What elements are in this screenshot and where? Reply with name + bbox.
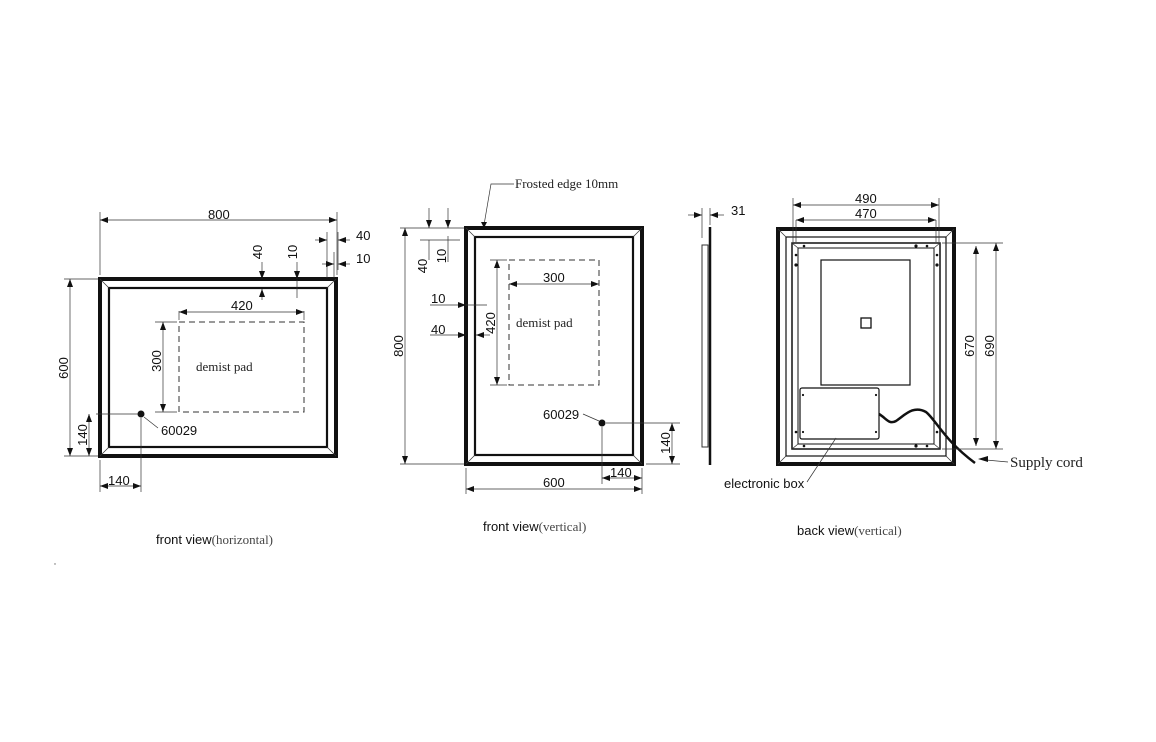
dim-frame-10: 10 [285, 245, 300, 259]
dim-side-40: 40 [431, 322, 445, 337]
dim-pad-width: 420 [231, 298, 253, 313]
dim-height-outer: 690 [982, 335, 997, 357]
dim-side-10: 10 [431, 291, 445, 306]
electronic-box-label: electronic box [724, 476, 805, 491]
mirror-inner-frame [473, 235, 635, 457]
dim-height-inner: 670 [962, 335, 977, 357]
dim-width-outer: 490 [855, 191, 877, 206]
dim-switch-x: 140 [610, 465, 632, 480]
dim-frame-40: 40 [250, 245, 265, 259]
dim-depth: 31 [731, 203, 745, 218]
front-view-vertical: demist pad Frosted edge 10mm 800 600 40 … [391, 176, 680, 534]
dim-switch-x: 140 [108, 473, 130, 488]
electronic-box [799, 387, 880, 440]
dim-pad-height: 420 [483, 312, 498, 334]
front-view-horizontal: demist pad 800 600 40 10 40 10 420 [56, 207, 370, 547]
dim-width-inner: 470 [855, 206, 877, 221]
dim-height: 600 [56, 357, 71, 379]
dim-switch-y: 140 [75, 424, 90, 446]
dim-top-40: 40 [415, 259, 430, 273]
back-view-vertical: Supply cord electronic box 490 470 670 6… [724, 191, 1083, 538]
dim-pad-width: 300 [543, 270, 565, 285]
dim-edge-10: 10 [356, 251, 370, 266]
demist-pad-outline [178, 321, 305, 413]
caption-front-horizontal: front view(horizontal) [156, 532, 273, 547]
supply-cable [878, 408, 976, 465]
dim-edge-40: 40 [356, 228, 370, 243]
touch-switch-icon [137, 410, 145, 418]
demist-pad-label: demist pad [196, 359, 253, 374]
caption-front-vertical: front view(vertical) [483, 519, 586, 534]
mirror-outer-frame [776, 227, 956, 466]
sensor-square-icon [860, 317, 872, 329]
dim-pad-height: 300 [149, 350, 164, 372]
dim-switch-y: 140 [658, 432, 673, 454]
stray-dot [54, 563, 56, 565]
switch-code: 60029 [543, 407, 579, 422]
mounting-screws [794, 244, 939, 448]
dim-width: 600 [543, 475, 565, 490]
dim-top-10: 10 [434, 249, 449, 263]
back-panel-inner [797, 247, 935, 445]
mirror-inner-frame [107, 286, 329, 449]
supply-cord-label: Supply cord [1010, 455, 1083, 471]
demist-pad-outline [508, 259, 600, 386]
switch-code: 60029 [161, 423, 197, 438]
mirror-outer-frame [98, 277, 338, 458]
caption-back-vertical: back view(vertical) [797, 523, 902, 538]
demist-pad-back [820, 259, 911, 386]
mirror-outer-frame [464, 226, 644, 466]
dim-width: 800 [208, 207, 230, 222]
demist-pad-label: demist pad [516, 315, 573, 330]
backing-box-profile [701, 244, 709, 448]
back-panel [791, 242, 941, 450]
touch-switch-icon [598, 419, 606, 427]
dim-height: 800 [391, 335, 406, 357]
side-view: 31 [688, 203, 745, 465]
frosted-edge-label: Frosted edge 10mm [515, 176, 618, 191]
